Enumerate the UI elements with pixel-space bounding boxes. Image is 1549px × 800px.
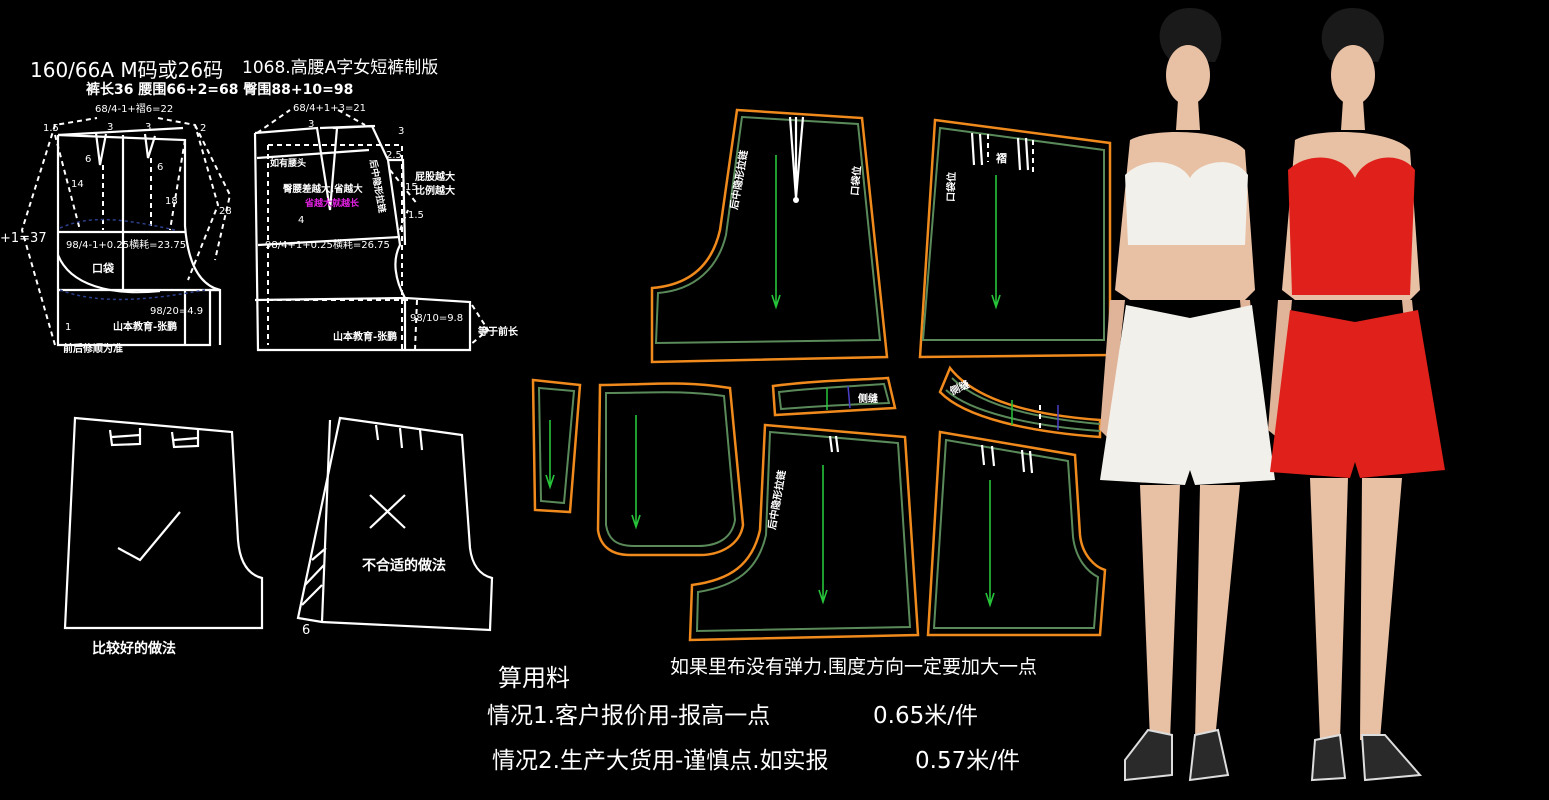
dim-label: 2.5 <box>386 150 402 161</box>
dart-note: 臀腰差越大.省越大 <box>283 183 363 195</box>
pocket-bag-piece <box>596 382 745 557</box>
waistband-piece-1: 侧缝 <box>771 376 897 417</box>
front-pocket-position: 口袋位 <box>944 172 958 202</box>
front-credit: 山本教育-张鹏 <box>113 320 177 333</box>
back-pocket-position: 口袋位 <box>848 165 864 196</box>
case2-value: 0.57米/件 <box>915 748 1020 774</box>
good-method-sketch: 比较好的做法 <box>63 416 264 657</box>
dim-label: 18 <box>165 196 178 207</box>
bad-measure-label: 6 <box>302 623 310 638</box>
dim-label: +1=37 <box>0 231 47 246</box>
dim-label: 3 <box>308 119 314 130</box>
front-draft: 68/4-1+褶6=22 1.5 3 3 2 6 6 14 18 28 +1=3… <box>0 102 232 355</box>
center-back-zipper-label: 后中隐形拉链 <box>367 158 388 214</box>
white-crop-top <box>1125 162 1248 245</box>
fabric-title: 算用料 <box>498 664 570 692</box>
model-white-outfit <box>1100 8 1275 782</box>
case1-value: 0.65米/件 <box>873 703 978 729</box>
front-note: 前后修顺为准 <box>63 342 123 355</box>
back-credit: 山本教育-张鹏 <box>333 330 397 343</box>
check-icon <box>117 511 181 562</box>
equal-note: 等于前长 <box>478 325 519 338</box>
dim-label: 15 <box>405 182 418 193</box>
bad-method-label: 不合适的做法 <box>362 557 446 574</box>
front-waist-formula: 68/4-1+褶6=22 <box>95 102 173 115</box>
white-shorts <box>1100 305 1275 485</box>
lower-front-piece <box>926 430 1107 637</box>
pocket-label: 口袋 <box>92 261 115 275</box>
draft-title: 1068.高腰A字女短裤制版 <box>242 58 438 78</box>
dim-label: 3 <box>107 122 113 133</box>
size-line: 160/66A M码或26码 <box>30 58 223 82</box>
cross-icon <box>369 494 406 529</box>
side-seam-label-2: 侧缝 <box>948 377 972 397</box>
red-shorts <box>1270 310 1445 478</box>
case2-text: 情况2.生产大货用-谨慎点.如实报 <box>492 748 829 774</box>
dim-label: 2 <box>200 123 206 134</box>
model-red-outfit <box>1268 8 1445 782</box>
dim-label: 1.5 <box>408 210 424 221</box>
measurements: 裤长36 腰围66+2=68 臀围88+10=98 <box>86 81 353 98</box>
dim-label: 3 <box>398 126 404 137</box>
red-crop-top <box>1288 157 1415 295</box>
back-crotch-formula: 98/10=9.8 <box>410 313 463 324</box>
pocket-facing-strip <box>531 378 582 514</box>
front-crotch-formula: 98/20=4.9 <box>150 306 203 317</box>
dim-label: 1 <box>65 322 71 333</box>
dim-label: 6 <box>157 162 163 173</box>
dart-note-magenta: 省越大就越长 <box>304 197 360 209</box>
seat-note-2: 比例越大 <box>415 184 455 197</box>
yoke-note: 如有腰头 <box>270 157 306 169</box>
back-waist-formula: 68/4+1+3=21 <box>293 103 366 114</box>
back-hip-formula: 98/4+1+0.25横耗=26.75 <box>265 238 390 251</box>
back-draft: 68/4+1+3=21 3 3 2.5 15 1.5 4 如有腰头 臀腰差越大.… <box>253 103 519 352</box>
front-shorts-piece: 口袋位 褶 <box>918 118 1112 359</box>
lower-back-piece: 后中隐形拉链 <box>688 423 920 642</box>
seat-note-1: 屁股越大 <box>415 170 455 183</box>
dim-label: 1.5 <box>43 123 59 134</box>
bad-method-sketch: 不合适的做法 6 <box>296 416 494 638</box>
dim-label: 14 <box>71 179 84 190</box>
waistband-piece-2: 侧缝 <box>938 365 1102 439</box>
front-hip-formula: 98/4-1+0.25横耗=23.75 <box>66 238 186 251</box>
dim-label: 4 <box>298 215 304 226</box>
back-shorts-piece: 后中隐形拉链 口袋位 <box>650 108 889 364</box>
dim-label: 28 <box>219 206 232 217</box>
side-seam-label-1: 侧缝 <box>858 392 878 405</box>
dim-label: 6 <box>85 154 91 165</box>
pleat-label: 褶 <box>996 151 1007 165</box>
case1-text: 情况1.客户报价用-报高一点 <box>487 703 770 729</box>
good-method-label: 比较好的做法 <box>92 640 176 657</box>
dim-label: 3 <box>145 122 151 133</box>
lining-note: 如果里布没有弹力.围度方向一定要加大一点 <box>670 656 1037 678</box>
